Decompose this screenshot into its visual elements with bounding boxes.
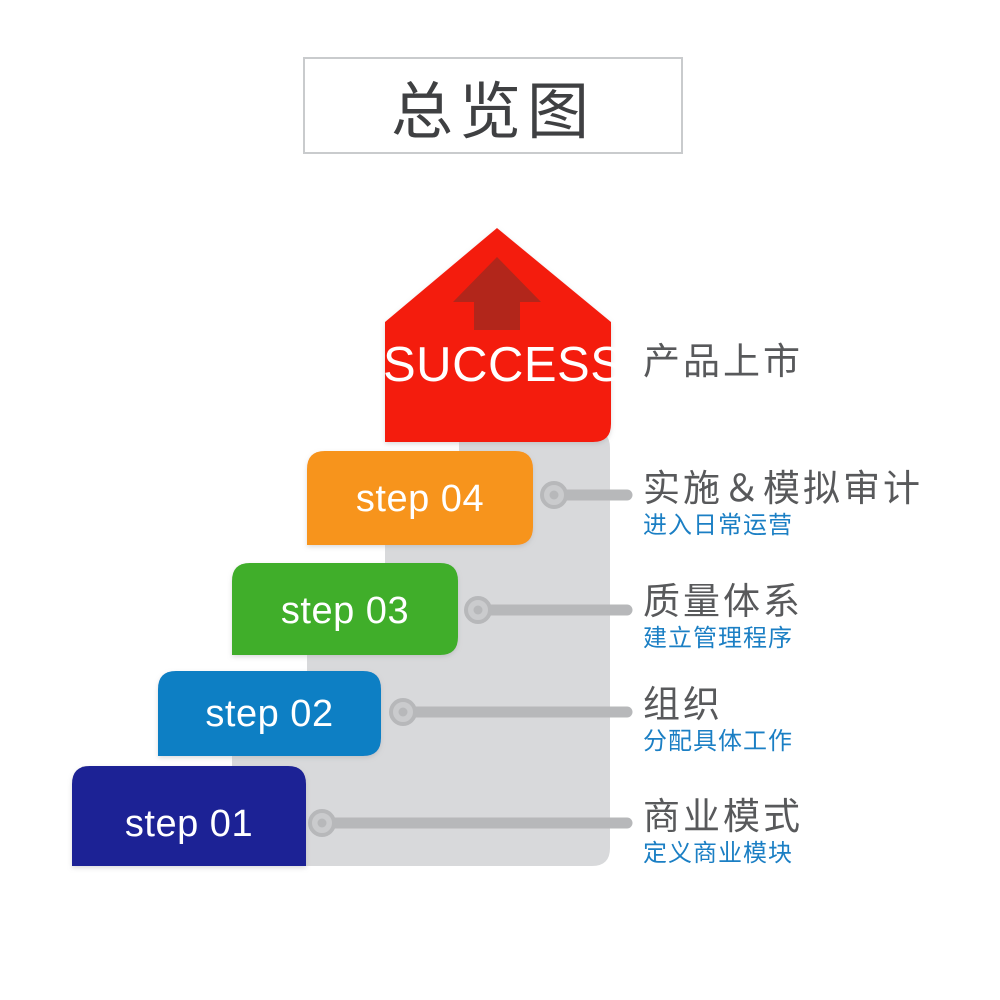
step-block-03-label: step 03 xyxy=(280,590,410,632)
annotation-step-02-sub: 分配具体工作 xyxy=(643,727,793,756)
annotation-success: 产品上市 xyxy=(643,340,803,383)
annotation-step-02: 组织 分配具体工作 xyxy=(643,684,793,756)
annotation-success-title: 产品上市 xyxy=(643,340,803,383)
up-arrow-icon xyxy=(453,257,541,330)
annotation-step-02-title: 组织 xyxy=(643,683,723,726)
step-block-01-label: step 01 xyxy=(124,803,254,845)
step-block-04-label: step 04 xyxy=(355,478,485,520)
annotation-step-03-title: 质量体系 xyxy=(643,580,803,623)
connector-step-03 xyxy=(464,596,633,624)
annotation-step-03-sub: 建立管理程序 xyxy=(643,624,793,653)
connector-step-02 xyxy=(389,698,633,726)
annotation-step-01-title: 商业模式 xyxy=(643,795,803,838)
connector-step-04 xyxy=(540,481,633,509)
success-label: SUCCESS xyxy=(383,338,624,392)
step-block-02-label: step 02 xyxy=(205,693,334,735)
connector-step-01 xyxy=(308,809,633,837)
step-block-02[interactable] xyxy=(158,671,381,756)
annotation-step-04-title: 实施＆模拟审计 xyxy=(643,467,923,510)
annotation-step-01: 商业模式 定义商业模块 xyxy=(643,796,803,868)
step-block-03[interactable] xyxy=(232,563,458,655)
annotation-step-04-sub: 进入日常运营 xyxy=(643,511,793,540)
annotation-step-03: 质量体系 建立管理程序 xyxy=(643,581,803,653)
connector-group xyxy=(308,481,633,837)
annotation-step-04: 实施＆模拟审计 进入日常运营 xyxy=(643,468,923,540)
step-block-04[interactable] xyxy=(307,451,533,545)
annotation-step-01-sub: 定义商业模块 xyxy=(643,839,793,868)
title-box xyxy=(303,57,683,154)
step-block-01[interactable] xyxy=(72,766,306,866)
step-block-success[interactable] xyxy=(385,228,611,442)
page-title: 总览图 xyxy=(390,74,595,148)
